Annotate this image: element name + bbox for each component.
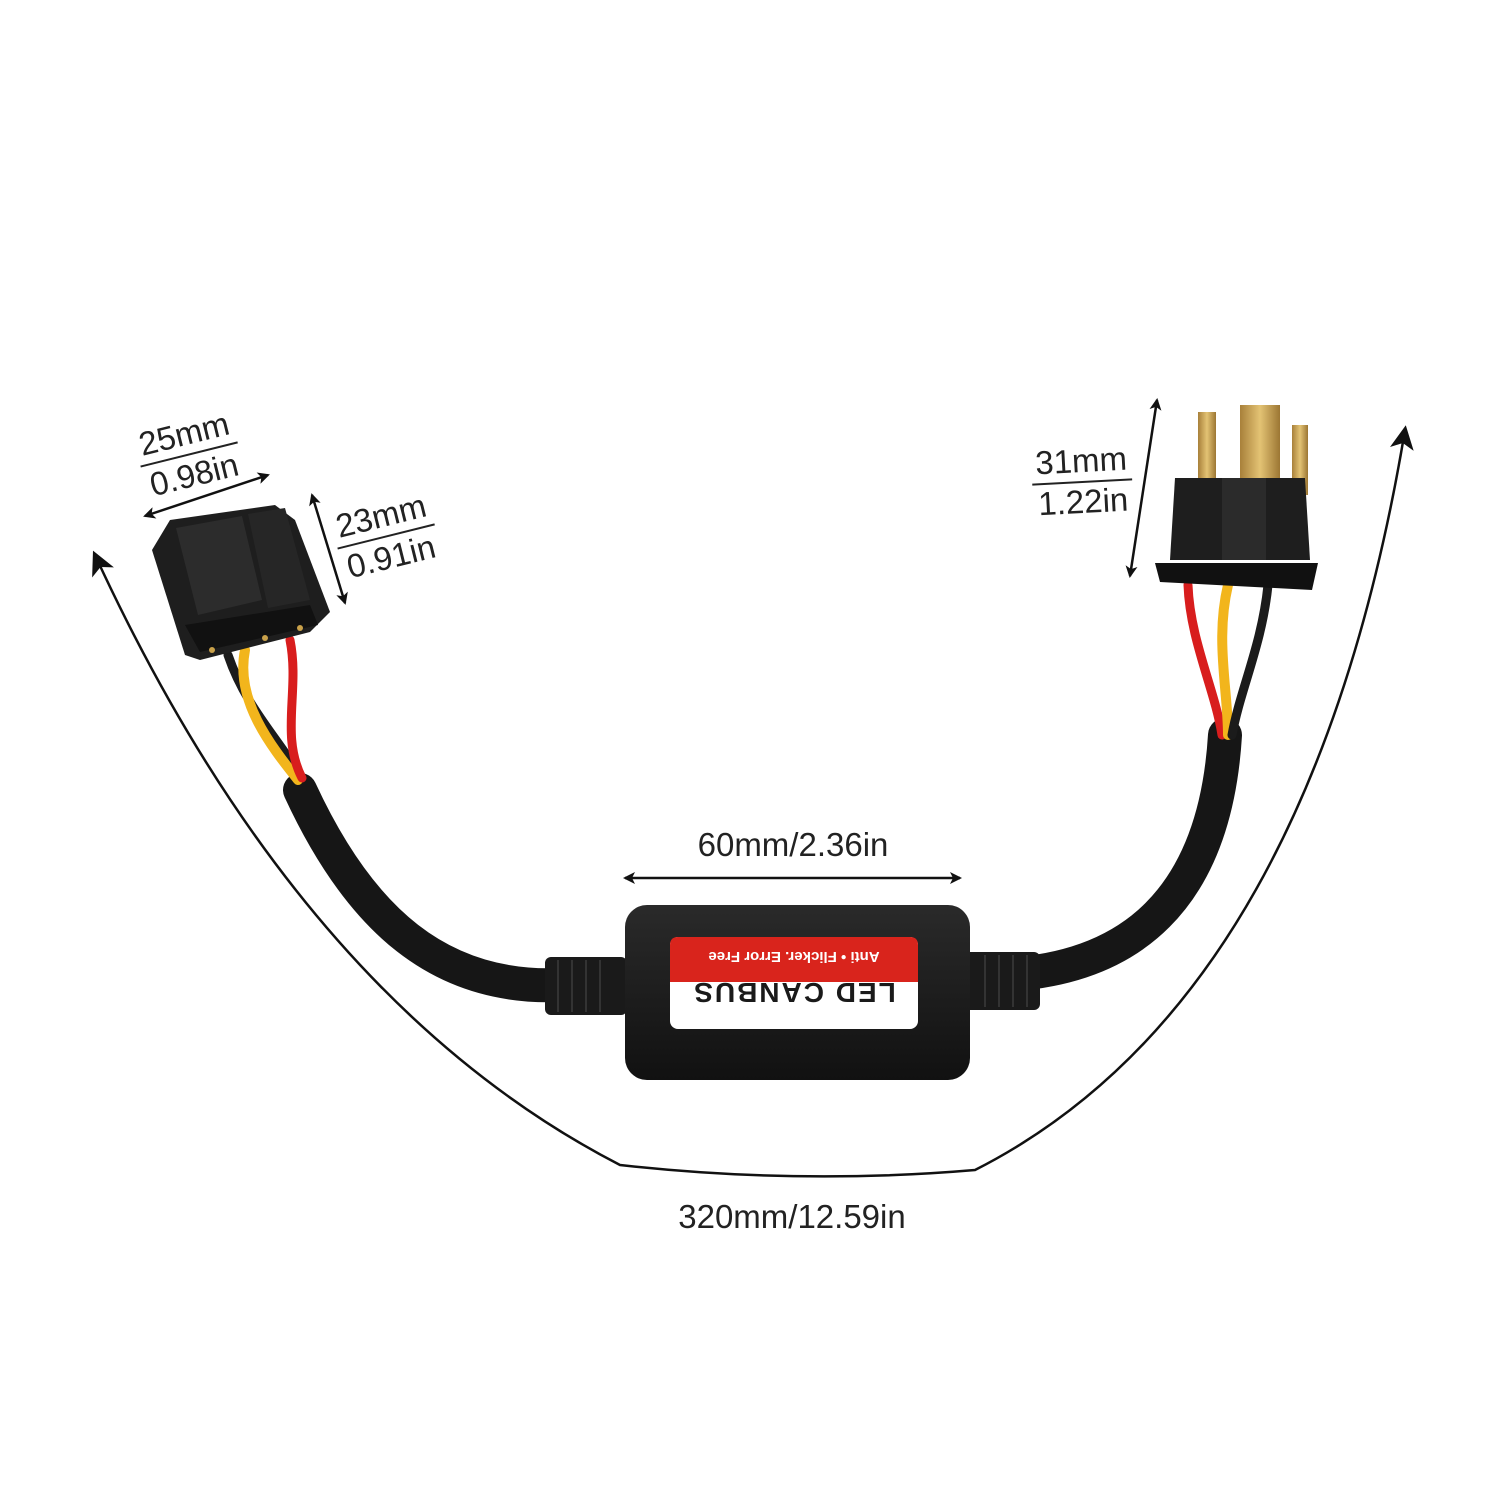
left-socket-connector xyxy=(152,505,330,660)
cable-right xyxy=(983,718,1242,992)
left-socket-height-label: 23mm 0.91in xyxy=(332,487,439,586)
right-plug-height-mm: 31mm xyxy=(1034,440,1127,482)
left-wires xyxy=(223,635,307,785)
right-plug-connector xyxy=(1155,405,1318,590)
right-plug-height-label: 31mm 1.22in xyxy=(1032,440,1133,523)
left-socket-width-arrow xyxy=(143,472,270,519)
pin-right xyxy=(1292,425,1308,495)
left-socket-height-arrow xyxy=(309,493,348,605)
total-length-arc xyxy=(92,425,1414,1178)
module-tagline: Anti • Flicker. Error Free xyxy=(708,948,879,965)
pin-left xyxy=(1198,412,1216,492)
pin-center xyxy=(1240,405,1280,487)
module-title: LED CANBUS xyxy=(692,977,896,1008)
right-plug-height-arrow xyxy=(1125,398,1162,578)
total-length-label: 320mm/12.59in xyxy=(678,1198,905,1235)
strain-relief-right xyxy=(958,952,1040,1010)
right-wires xyxy=(1183,580,1273,740)
cable-left xyxy=(283,773,577,1003)
module-length-label: 60mm/2.36in xyxy=(698,826,889,863)
strain-relief-left xyxy=(545,957,627,1015)
right-plug-height-in: 1.22in xyxy=(1037,481,1129,523)
left-socket-width-label: 25mm 0.98in xyxy=(135,405,242,504)
canbus-module: Anti • Flicker. Error Free LED CANBUS xyxy=(625,905,970,1080)
